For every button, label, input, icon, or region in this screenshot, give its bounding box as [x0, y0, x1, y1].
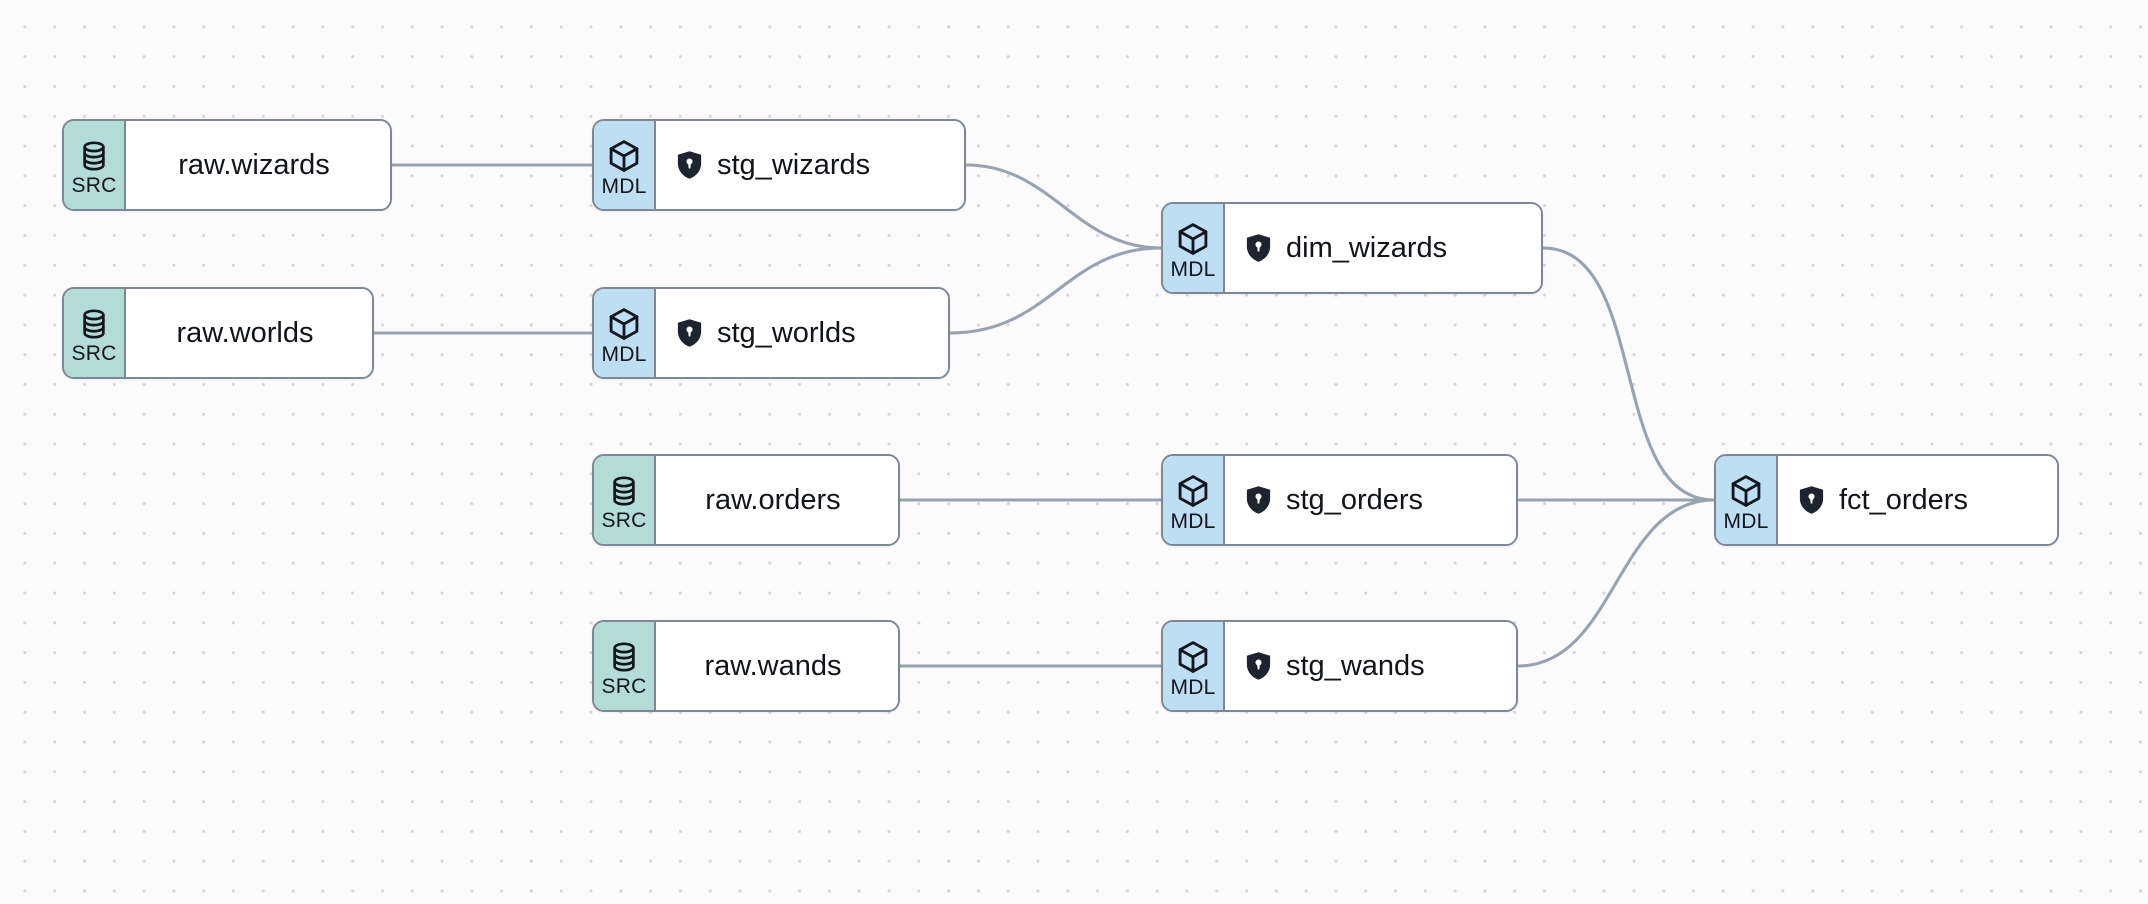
- node-kind-badge-raw_orders: SRC: [594, 456, 656, 544]
- node-body-stg_wands: stg_wands: [1225, 622, 1516, 710]
- node-body-raw_worlds: raw.worlds: [126, 289, 372, 377]
- database-cylinder-icon: [77, 307, 111, 341]
- node-label-raw_orders: raw.orders: [705, 483, 841, 516]
- edge-dim_wizards-to-fct_orders[interactable]: [1541, 246, 1716, 502]
- node-body-raw_wands: raw.wands: [656, 622, 898, 710]
- lineage-node-fct_orders[interactable]: MDL fct_orders: [1714, 454, 2059, 546]
- database-cylinder-icon: [607, 474, 641, 508]
- shield-lock-icon: [676, 318, 703, 348]
- cube-icon: [1175, 221, 1211, 257]
- database-cylinder-icon: [607, 640, 641, 674]
- node-kind-badge-stg_wizards: MDL: [594, 121, 656, 209]
- lineage-node-raw_wizards[interactable]: SRC raw.wizards: [62, 119, 392, 211]
- shield-lock-icon: [1798, 485, 1825, 515]
- lineage-node-raw_wands[interactable]: SRC raw.wands: [592, 620, 900, 712]
- edge-stg_wands-to-fct_orders[interactable]: [1516, 498, 1716, 668]
- lineage-node-dim_wizards[interactable]: MDL dim_wizards: [1161, 202, 1543, 294]
- node-kind-label: MDL: [601, 342, 647, 366]
- node-kind-label: MDL: [1170, 509, 1216, 533]
- node-label-stg_orders: stg_orders: [1286, 483, 1424, 516]
- node-label-raw_wands: raw.wands: [704, 649, 842, 682]
- node-kind-badge-raw_wands: SRC: [594, 622, 656, 710]
- node-label-dim_wizards: dim_wizards: [1286, 231, 1448, 264]
- node-body-fct_orders: fct_orders: [1778, 456, 2057, 544]
- database-cylinder-icon: [77, 139, 111, 173]
- edge-stg_worlds-to-dim_wizards[interactable]: [948, 246, 1163, 335]
- shield-lock-icon: [1245, 233, 1272, 263]
- node-kind-label: SRC: [601, 508, 647, 532]
- node-kind-label: SRC: [71, 173, 117, 197]
- node-body-stg_orders: stg_orders: [1225, 456, 1516, 544]
- shield-lock-icon: [1245, 651, 1272, 681]
- lineage-node-stg_wizards[interactable]: MDL stg_wizards: [592, 119, 966, 211]
- node-kind-label: SRC: [601, 674, 647, 698]
- node-kind-label: MDL: [1170, 257, 1216, 281]
- node-label-raw_worlds: raw.worlds: [176, 316, 314, 349]
- lineage-node-stg_worlds[interactable]: MDL stg_worlds: [592, 287, 950, 379]
- node-kind-label: MDL: [1723, 509, 1769, 533]
- cube-icon: [606, 306, 642, 342]
- node-body-dim_wizards: dim_wizards: [1225, 204, 1541, 292]
- node-kind-badge-fct_orders: MDL: [1716, 456, 1778, 544]
- node-kind-badge-raw_wizards: SRC: [64, 121, 126, 209]
- node-kind-badge-stg_worlds: MDL: [594, 289, 656, 377]
- node-kind-label: MDL: [601, 174, 647, 198]
- node-body-raw_wizards: raw.wizards: [126, 121, 390, 209]
- node-body-stg_worlds: stg_worlds: [656, 289, 948, 377]
- node-kind-label: MDL: [1170, 675, 1216, 699]
- node-body-raw_orders: raw.orders: [656, 456, 898, 544]
- node-kind-badge-dim_wizards: MDL: [1163, 204, 1225, 292]
- node-kind-badge-raw_worlds: SRC: [64, 289, 126, 377]
- node-label-stg_wands: stg_wands: [1286, 649, 1425, 682]
- node-label-stg_worlds: stg_worlds: [717, 316, 856, 349]
- cube-icon: [1175, 473, 1211, 509]
- node-label-fct_orders: fct_orders: [1839, 483, 1968, 516]
- node-kind-badge-stg_wands: MDL: [1163, 622, 1225, 710]
- node-label-raw_wizards: raw.wizards: [178, 148, 330, 181]
- lineage-node-raw_worlds[interactable]: SRC raw.worlds: [62, 287, 374, 379]
- lineage-node-raw_orders[interactable]: SRC raw.orders: [592, 454, 900, 546]
- shield-lock-icon: [1245, 485, 1272, 515]
- node-kind-label: SRC: [71, 341, 117, 365]
- node-body-stg_wizards: stg_wizards: [656, 121, 964, 209]
- shield-lock-icon: [676, 150, 703, 180]
- lineage-node-stg_wands[interactable]: MDL stg_wands: [1161, 620, 1518, 712]
- cube-icon: [1728, 473, 1764, 509]
- node-kind-badge-stg_orders: MDL: [1163, 456, 1225, 544]
- cube-icon: [606, 138, 642, 174]
- edge-stg_wizards-to-dim_wizards[interactable]: [964, 163, 1163, 250]
- lineage-node-stg_orders[interactable]: MDL stg_orders: [1161, 454, 1518, 546]
- cube-icon: [1175, 639, 1211, 675]
- node-label-stg_wizards: stg_wizards: [717, 148, 871, 181]
